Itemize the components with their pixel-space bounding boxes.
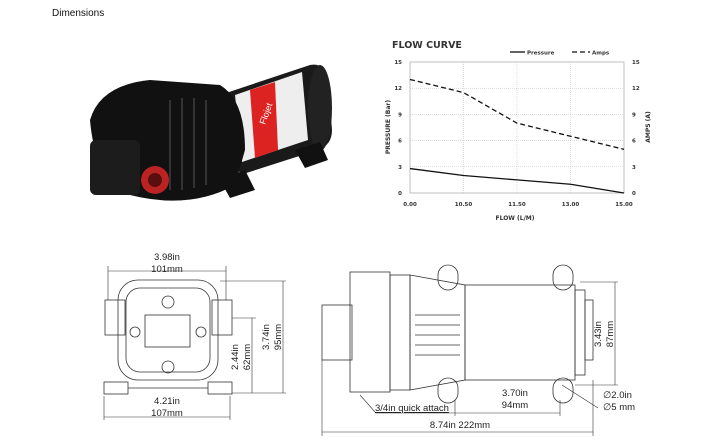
y-tick-label: 9	[398, 112, 402, 118]
y-tick-label: 3	[398, 165, 402, 171]
page-title: Dimensions	[52, 8, 105, 19]
y2-tick-label: 6	[632, 139, 636, 145]
front-height-in: 3.74in	[261, 324, 272, 350]
y2-tick-label: 12	[632, 86, 640, 92]
y-tick-label: 15	[394, 60, 402, 66]
front-height: 3.74in 95mm	[261, 307, 285, 367]
x-tick-label: 15.00	[615, 202, 633, 208]
front-view-outline	[103, 279, 233, 395]
front-width-top: 3.98in 101mm	[137, 252, 197, 276]
front-port-height-in: 2.44in	[230, 344, 241, 370]
x-tick-label: 11.50	[508, 202, 526, 208]
y2-tick-label: 9	[632, 112, 636, 118]
y2-tick-label: 0	[632, 191, 636, 197]
front-width-base-in: 4.21in	[154, 396, 180, 407]
legend-amps-label: Amps	[592, 51, 610, 57]
side-height-in: 3.43in	[593, 321, 604, 347]
front-port-height-mm: 62mm	[242, 343, 253, 371]
side-height: 3.43in 87mm	[593, 304, 617, 364]
hole-diameter-in: ∅2.0in	[603, 390, 632, 401]
mount-foot	[295, 142, 328, 168]
front-width-base-mm: 107mm	[151, 408, 183, 419]
side-mount-spacing-mm: 94mm	[501, 400, 529, 411]
side-mount-spacing: 3.70in 94mm	[485, 388, 545, 412]
hole-diameter-mm: ∅5 mm	[603, 402, 636, 413]
side-view-outline	[321, 264, 594, 404]
hole-diameter: ∅2.0in ∅5 mm	[603, 390, 635, 414]
x-tick-label: 13.00	[562, 202, 580, 208]
front-width-top-mm: 101mm	[151, 264, 183, 275]
total-length: 8.74in 222mm	[429, 420, 491, 431]
front-view-dimension-lines	[103, 266, 286, 420]
port-label: 3/4in quick attach	[375, 403, 449, 414]
y2-axis-label: AMPS (A)	[645, 111, 652, 143]
pump-port-block	[90, 140, 140, 195]
x-axis-label: FLOW (L/M)	[496, 215, 535, 222]
side-height-mm: 87mm	[605, 320, 616, 348]
chart-title: FLOW CURVE	[392, 40, 462, 51]
x-tick-label: 0.00	[403, 202, 417, 208]
y2-tick-label: 3	[632, 165, 636, 171]
y-tick-label: 6	[398, 139, 402, 145]
legend-pressure-label: Pressure	[527, 51, 555, 57]
front-port-height: 2.44in 62mm	[230, 327, 254, 387]
y-tick-label: 12	[394, 86, 402, 92]
pump-photo: Flojet	[90, 64, 332, 201]
y-axis-label: PRESSURE (Bar)	[385, 100, 392, 154]
y2-tick-label: 15	[632, 60, 640, 66]
pump-fins	[169, 98, 207, 190]
front-height-mm: 95mm	[273, 323, 284, 351]
mount-foot	[220, 170, 255, 198]
y-tick-label: 0	[398, 191, 402, 197]
side-mount-spacing-in: 3.70in	[502, 388, 528, 399]
chart-legend: Pressure Amps	[510, 51, 610, 57]
front-width-top-in: 3.98in	[154, 252, 180, 263]
x-tick-label: 10.50	[455, 202, 473, 208]
flow-curve-chart: FLOW CURVE Pressure Amps 0 0 3 3 6 6 9 9 12 12 15 1…	[385, 40, 652, 222]
front-width-base: 4.21in 107mm	[137, 396, 197, 420]
side-view-dimension-lines	[321, 281, 618, 436]
